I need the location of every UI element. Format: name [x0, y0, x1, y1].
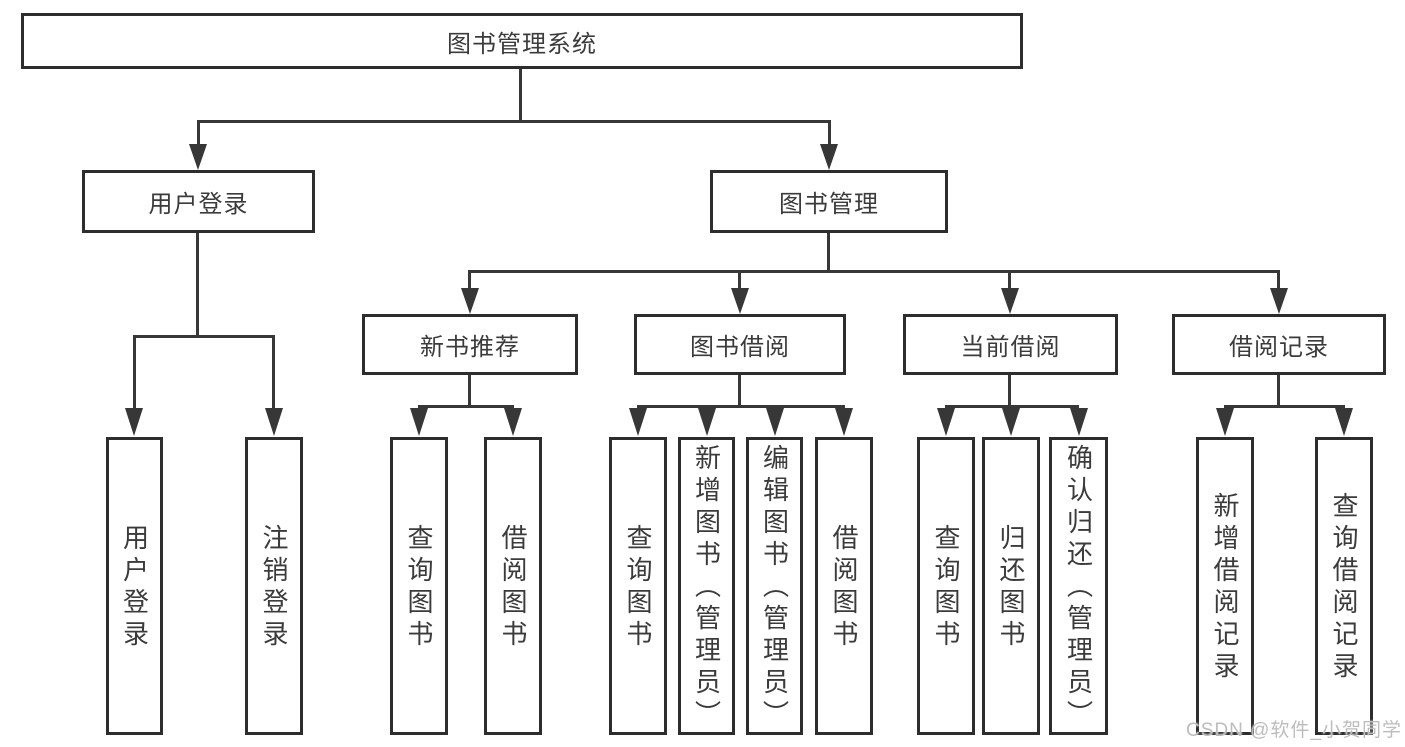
connector-new-book-stem	[468, 375, 471, 405]
leaf-logout: 注销登录	[245, 437, 303, 735]
arrowhead-to-leaf-borrow-books-1	[504, 408, 522, 436]
leaf-query-books-1-label: 查询图书	[404, 524, 434, 652]
node-root-label: 图书管理系统	[447, 30, 597, 58]
arrowhead-to-leaf-user-login	[125, 408, 143, 436]
arrowhead-to-leaf-edit-book	[766, 408, 784, 436]
connector-level3-bus	[468, 270, 1280, 273]
node-user-login-label: 用户登录	[148, 191, 249, 218]
leaf-borrow-books-2-label: 借阅图书	[829, 524, 859, 652]
leaf-edit-book-admin: 编辑图书（管理员）	[746, 437, 803, 735]
connector-new-book-bus	[418, 405, 514, 408]
connector-stem-borrow-records	[1277, 270, 1280, 288]
node-borrow-records: 借阅记录	[1172, 314, 1386, 375]
connector-book-management-stem	[827, 233, 830, 270]
node-book-management: 图书管理	[710, 170, 948, 233]
node-root-library-system: 图书管理系统	[21, 13, 1023, 69]
arrowhead-to-book-management	[820, 144, 838, 170]
leaf-query-books-3: 查询图书	[917, 437, 975, 735]
leaf-add-book-admin-label: 新增图书（管理员）	[691, 444, 722, 732]
connector-stem-leaf-user-login	[133, 335, 136, 410]
connector-current-borrow-bus	[945, 405, 1079, 408]
arrowhead-to-leaf-confirm-return	[1070, 408, 1088, 436]
leaf-add-borrow-record: 新增借阅记录	[1196, 437, 1254, 735]
arrowhead-to-leaf-query-books-1	[410, 408, 428, 436]
leaf-borrow-books-1: 借阅图书	[484, 437, 542, 735]
leaf-return-book: 归还图书	[982, 437, 1040, 735]
connector-stem-book-borrow	[738, 270, 741, 288]
arrowhead-to-leaf-query-borrow-record	[1335, 408, 1353, 436]
leaf-query-books-2: 查询图书	[609, 437, 667, 735]
connector-user-login-bus	[133, 335, 275, 338]
connector-borrow-records-bus	[1224, 405, 1345, 408]
arrowhead-to-leaf-query-books-3	[937, 408, 955, 436]
connector-level1-bus	[197, 120, 831, 123]
arrowhead-to-new-book	[461, 288, 479, 314]
connector-stem-book-management	[828, 120, 831, 144]
connector-book-borrow-bus	[637, 405, 845, 408]
node-current-borrow-label: 当前借阅	[960, 334, 1061, 361]
leaf-borrow-books-2: 借阅图书	[815, 437, 873, 735]
connector-borrow-records-stem	[1277, 375, 1280, 405]
leaf-user-login: 用户登录	[106, 437, 163, 735]
leaf-confirm-return-admin-label: 确认归还（管理员）	[1063, 444, 1094, 732]
node-current-borrow: 当前借阅	[903, 314, 1118, 375]
arrowhead-to-leaf-logout	[265, 408, 283, 436]
node-book-borrow: 图书借阅	[634, 314, 846, 375]
connector-stem-leaf-logout	[272, 335, 275, 410]
leaf-return-book-label: 归还图书	[996, 524, 1026, 652]
leaf-borrow-books-1-label: 借阅图书	[498, 524, 528, 652]
leaf-query-books-2-label: 查询图书	[623, 524, 653, 652]
leaf-add-book-admin: 新增图书（管理员）	[678, 437, 735, 735]
leaf-query-borrow-record: 查询借阅记录	[1315, 437, 1373, 735]
connector-book-borrow-stem	[738, 375, 741, 405]
connector-root-stem	[519, 69, 522, 120]
arrowhead-to-leaf-add-book	[698, 408, 716, 436]
connector-stem-current-borrow	[1008, 270, 1011, 288]
node-borrow-records-label: 借阅记录	[1229, 334, 1329, 361]
leaf-query-books-3-label: 查询图书	[931, 524, 961, 652]
leaf-confirm-return-admin: 确认归还（管理员）	[1049, 437, 1108, 735]
arrowhead-to-book-borrow	[731, 288, 749, 314]
arrowhead-to-borrow-records	[1270, 288, 1288, 314]
node-new-book-recommend-label: 新书推荐	[420, 334, 520, 361]
arrowhead-to-leaf-query-books-2	[629, 408, 647, 436]
node-new-book-recommend: 新书推荐	[362, 314, 578, 375]
leaf-add-borrow-record-label: 新增借阅记录	[1210, 492, 1240, 684]
connector-current-borrow-stem	[1008, 375, 1011, 405]
arrowhead-to-leaf-add-borrow-record	[1216, 408, 1234, 436]
node-book-borrow-label: 图书借阅	[690, 334, 790, 361]
arrowhead-to-current-borrow	[1001, 288, 1019, 314]
arrowhead-to-user-login	[189, 144, 207, 170]
connector-stem-new-book	[468, 270, 471, 288]
leaf-user-login-label: 用户登录	[119, 524, 150, 652]
csdn-watermark: CSDN @软件_小贺同学	[1186, 720, 1402, 741]
arrowhead-to-leaf-borrow-books-2	[835, 408, 853, 436]
leaf-query-books-1: 查询图书	[390, 437, 448, 735]
node-book-management-label: 图书管理	[779, 191, 879, 218]
arrowhead-to-leaf-return-book	[1002, 408, 1020, 436]
leaf-edit-book-admin-label: 编辑图书（管理员）	[759, 444, 790, 732]
leaf-logout-label: 注销登录	[259, 524, 289, 652]
connector-user-login-stem	[196, 233, 199, 335]
connector-stem-user-login	[197, 120, 200, 144]
node-user-login: 用户登录	[82, 170, 315, 233]
leaf-query-borrow-record-label: 查询借阅记录	[1329, 492, 1359, 684]
